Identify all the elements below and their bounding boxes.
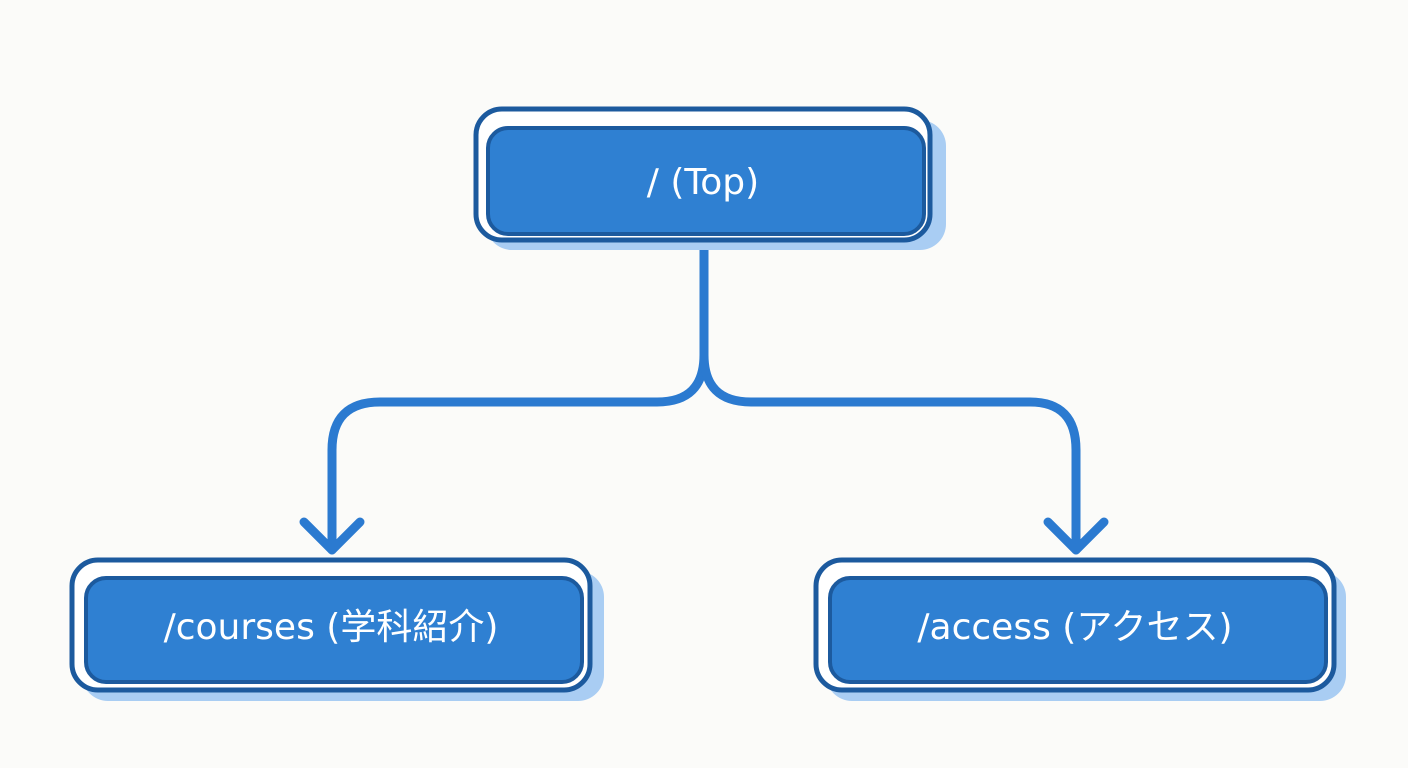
- node-courses: /courses (学科紹介): [69, 557, 604, 701]
- node-access: /access (アクセス): [813, 557, 1346, 701]
- node-top: / (Top): [473, 106, 946, 250]
- arrowhead-access: [1043, 517, 1109, 555]
- node-top-label: / (Top): [647, 162, 759, 203]
- arrowhead-courses: [299, 517, 365, 555]
- node-top-fill: [486, 126, 926, 236]
- node-courses-label: /courses (学科紹介): [164, 607, 499, 648]
- connector-top-to-access: [699, 238, 1081, 555]
- node-courses-fill: [84, 576, 584, 684]
- node-access-fill: [828, 576, 1328, 684]
- connector-top-to-courses: [327, 238, 709, 555]
- node-access-label: /access (アクセス): [917, 607, 1232, 648]
- connectors: [299, 238, 1109, 555]
